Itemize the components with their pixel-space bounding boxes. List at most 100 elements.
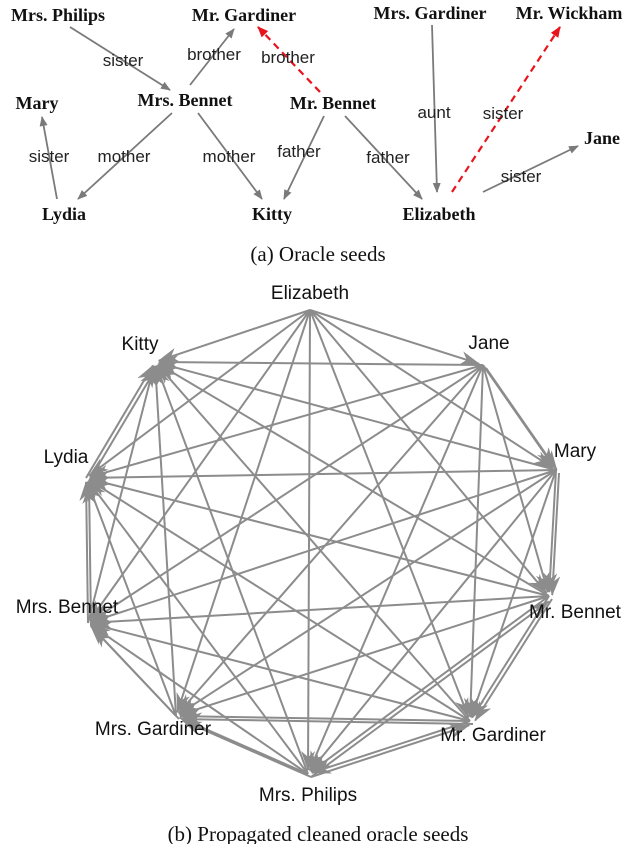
edge-b-mary-to-lydia <box>88 469 557 485</box>
edge-b-mr-bennet-to-mr-gardiner-reverse <box>474 598 553 722</box>
edge-b-jane-to-lydia <box>88 364 484 479</box>
edge-b-elizabeth-to-mary <box>309 309 554 469</box>
edge-b-mary-to-mrs-gardiner <box>178 469 557 715</box>
edge-b-mrs-philips-to-lydia <box>87 480 309 775</box>
edge-label-a-1: brother <box>187 45 241 64</box>
edge-label-a-7: father <box>366 148 410 167</box>
edge-b-mr-gardiner-to-mrs-gardiner <box>178 709 471 724</box>
node-b-kitty: Kitty <box>122 334 159 355</box>
edge-label-a-5: mother <box>203 147 256 166</box>
edge-b-elizabeth-to-lydia <box>88 309 311 477</box>
node-a-mrs-bennet: Mrs. Bennet <box>138 90 233 110</box>
edge-b-mary-to-mr-bennet-reverse <box>546 472 561 597</box>
node-a-mary: Mary <box>16 93 59 113</box>
node-b-elizabeth: Elizabeth <box>271 283 349 304</box>
node-a-jane: Jane <box>584 128 620 148</box>
edge-b-mrs-philips-to-mrs-gardiner-reverse <box>181 719 312 778</box>
panel-a-edges <box>39 24 579 200</box>
edge-b-mrs-philips-to-kitty <box>155 364 309 775</box>
edge-b-mary-to-mr-gardiner <box>470 469 557 719</box>
node-a-mr-wickham: Mr. Wickham <box>516 3 623 23</box>
node-a-mr-bennet: Mr. Bennet <box>290 93 376 113</box>
edge-b-jane-to-mrs-gardiner <box>177 364 484 714</box>
edge-a-elizabeth-to-jane <box>482 145 579 193</box>
panel-a-edge-labels: sister brother brother sister mother mother fa… <box>29 45 542 186</box>
edge-b-elizabeth-to-kitty <box>157 309 311 362</box>
edge-a-mr-bennet-to-kitty <box>283 115 325 200</box>
panel-a-oracle-seeds: sister brother brother sister mother mother fa… <box>11 3 622 224</box>
node-a-mr-gardiner: Mr. Gardiner <box>192 5 296 25</box>
edge-b-mrs-bennet-to-kitty <box>87 364 157 624</box>
edge-b-jane-to-mrs-bennet <box>90 364 484 622</box>
edge-label-a-10: sister <box>501 167 542 186</box>
node-b-lydia: Lydia <box>44 447 89 468</box>
edge-b-elizabeth-to-jane <box>309 309 481 365</box>
node-b-mary: Mary <box>554 441 597 462</box>
edge-b-mrs-philips-to-mrs-bennet <box>90 624 309 775</box>
edge-b-elizabeth-to-mrs-gardiner <box>176 309 311 714</box>
edge-b-elizabeth-to-mr-bennet <box>309 309 548 594</box>
edge-b-mrs-gardiner-to-kitty <box>149 364 177 717</box>
edge-label-a-4: mother <box>98 147 151 166</box>
edge-b-mary-to-kitty <box>157 361 557 471</box>
edge-b-mary-to-mrs-philips <box>309 469 557 772</box>
node-a-kitty: Kitty <box>252 204 292 224</box>
node-a-lydia: Lydia <box>42 204 86 224</box>
node-a-mrs-philips: Mrs. Philips <box>11 5 105 25</box>
node-b-mrs-bennet: Mrs. Bennet <box>16 597 119 618</box>
edge-b-jane-to-mrs-philips <box>308 364 484 772</box>
edge-b-mrs-gardiner-to-mrs-bennet-reverse <box>93 628 180 720</box>
edge-b-mr-bennet-to-mrs-bennet <box>90 595 550 629</box>
node-b-mr-gardiner: Mr. Gardiner <box>440 725 546 746</box>
edge-b-elizabeth-to-mrs-philips <box>301 309 316 772</box>
edge-a-mrs-gardiner-to-elizabeth <box>431 24 441 193</box>
node-a-elizabeth: Elizabeth <box>402 204 475 224</box>
caption-b: (b) Propagated cleaned oracle seeds <box>168 822 469 844</box>
edge-b-mary-to-mr-bennet <box>543 469 558 594</box>
edge-b-mr-gardiner-to-lydia <box>88 479 471 722</box>
edge-b-jane-to-kitty <box>157 355 484 370</box>
edge-b-elizabeth-to-mr-gardiner <box>309 309 470 719</box>
edge-label-a-0: sister <box>103 51 144 70</box>
edge-b-mrs-philips-to-mr-gardiner-reverse <box>310 724 471 778</box>
edge-a-mrs-philips-to-mrs-bennet <box>69 26 171 91</box>
node-a-mrs-gardiner: Mrs. Gardiner <box>374 3 487 23</box>
edge-b-mr-bennet-to-kitty <box>157 363 550 597</box>
edge-b-mr-gardiner-to-mrs-bennet <box>90 621 471 722</box>
edge-b-mr-bennet-to-lydia <box>88 476 550 597</box>
edge-b-mrs-bennet-to-lydia <box>79 480 94 624</box>
edge-b-mr-bennet-to-mrs-philips <box>310 595 550 773</box>
edge-a-mr-bennet-to-mr-gardiner <box>257 26 321 93</box>
edge-label-a-6: father <box>277 142 321 161</box>
edge-a-mrs-bennet-to-mr-gardiner <box>189 28 235 86</box>
edge-b-mr-gardiner-to-mrs-gardiner-reverse <box>181 712 474 727</box>
edge-a-mrs-bennet-to-lydia <box>77 112 173 200</box>
edge-label-a-3: sister <box>29 147 70 166</box>
node-b-mrs-philips: Mrs. Philips <box>259 785 357 806</box>
edge-b-mr-gardiner-to-mrs-philips <box>310 720 471 774</box>
edge-label-a-2: brother <box>261 48 315 67</box>
edge-label-a-8: aunt <box>417 103 450 122</box>
edge-b-mrs-philips-to-mr-bennet-reverse <box>310 600 550 778</box>
edge-a-mrs-bennet-to-kitty <box>197 112 263 200</box>
edge-b-mrs-bennet-to-lydia-reverse <box>82 483 97 627</box>
panel-b-edges <box>79 309 561 778</box>
node-b-mrs-gardiner: Mrs. Gardiner <box>95 719 212 740</box>
node-b-mr-bennet: Mr. Bennet <box>529 602 622 623</box>
edge-a-lydia-to-mary <box>39 116 58 200</box>
edge-b-lydia-to-kitty-reverse <box>88 367 157 482</box>
edge-a-mr-bennet-to-elizabeth <box>344 115 423 200</box>
edge-b-elizabeth-to-mrs-bennet <box>89 309 311 621</box>
caption-a: (a) Oracle seeds <box>250 242 385 266</box>
edge-b-mrs-gardiner-to-lydia <box>86 480 177 717</box>
edge-b-mr-bennet-to-mrs-gardiner <box>178 595 550 716</box>
edge-label-a-9: sister <box>483 104 524 123</box>
edge-b-jane-to-mr-bennet <box>482 364 550 594</box>
node-b-jane: Jane <box>468 333 509 354</box>
edge-b-jane-to-mary-reverse <box>485 367 558 471</box>
edge-a-elizabeth-to-mr-wickham <box>451 26 561 193</box>
